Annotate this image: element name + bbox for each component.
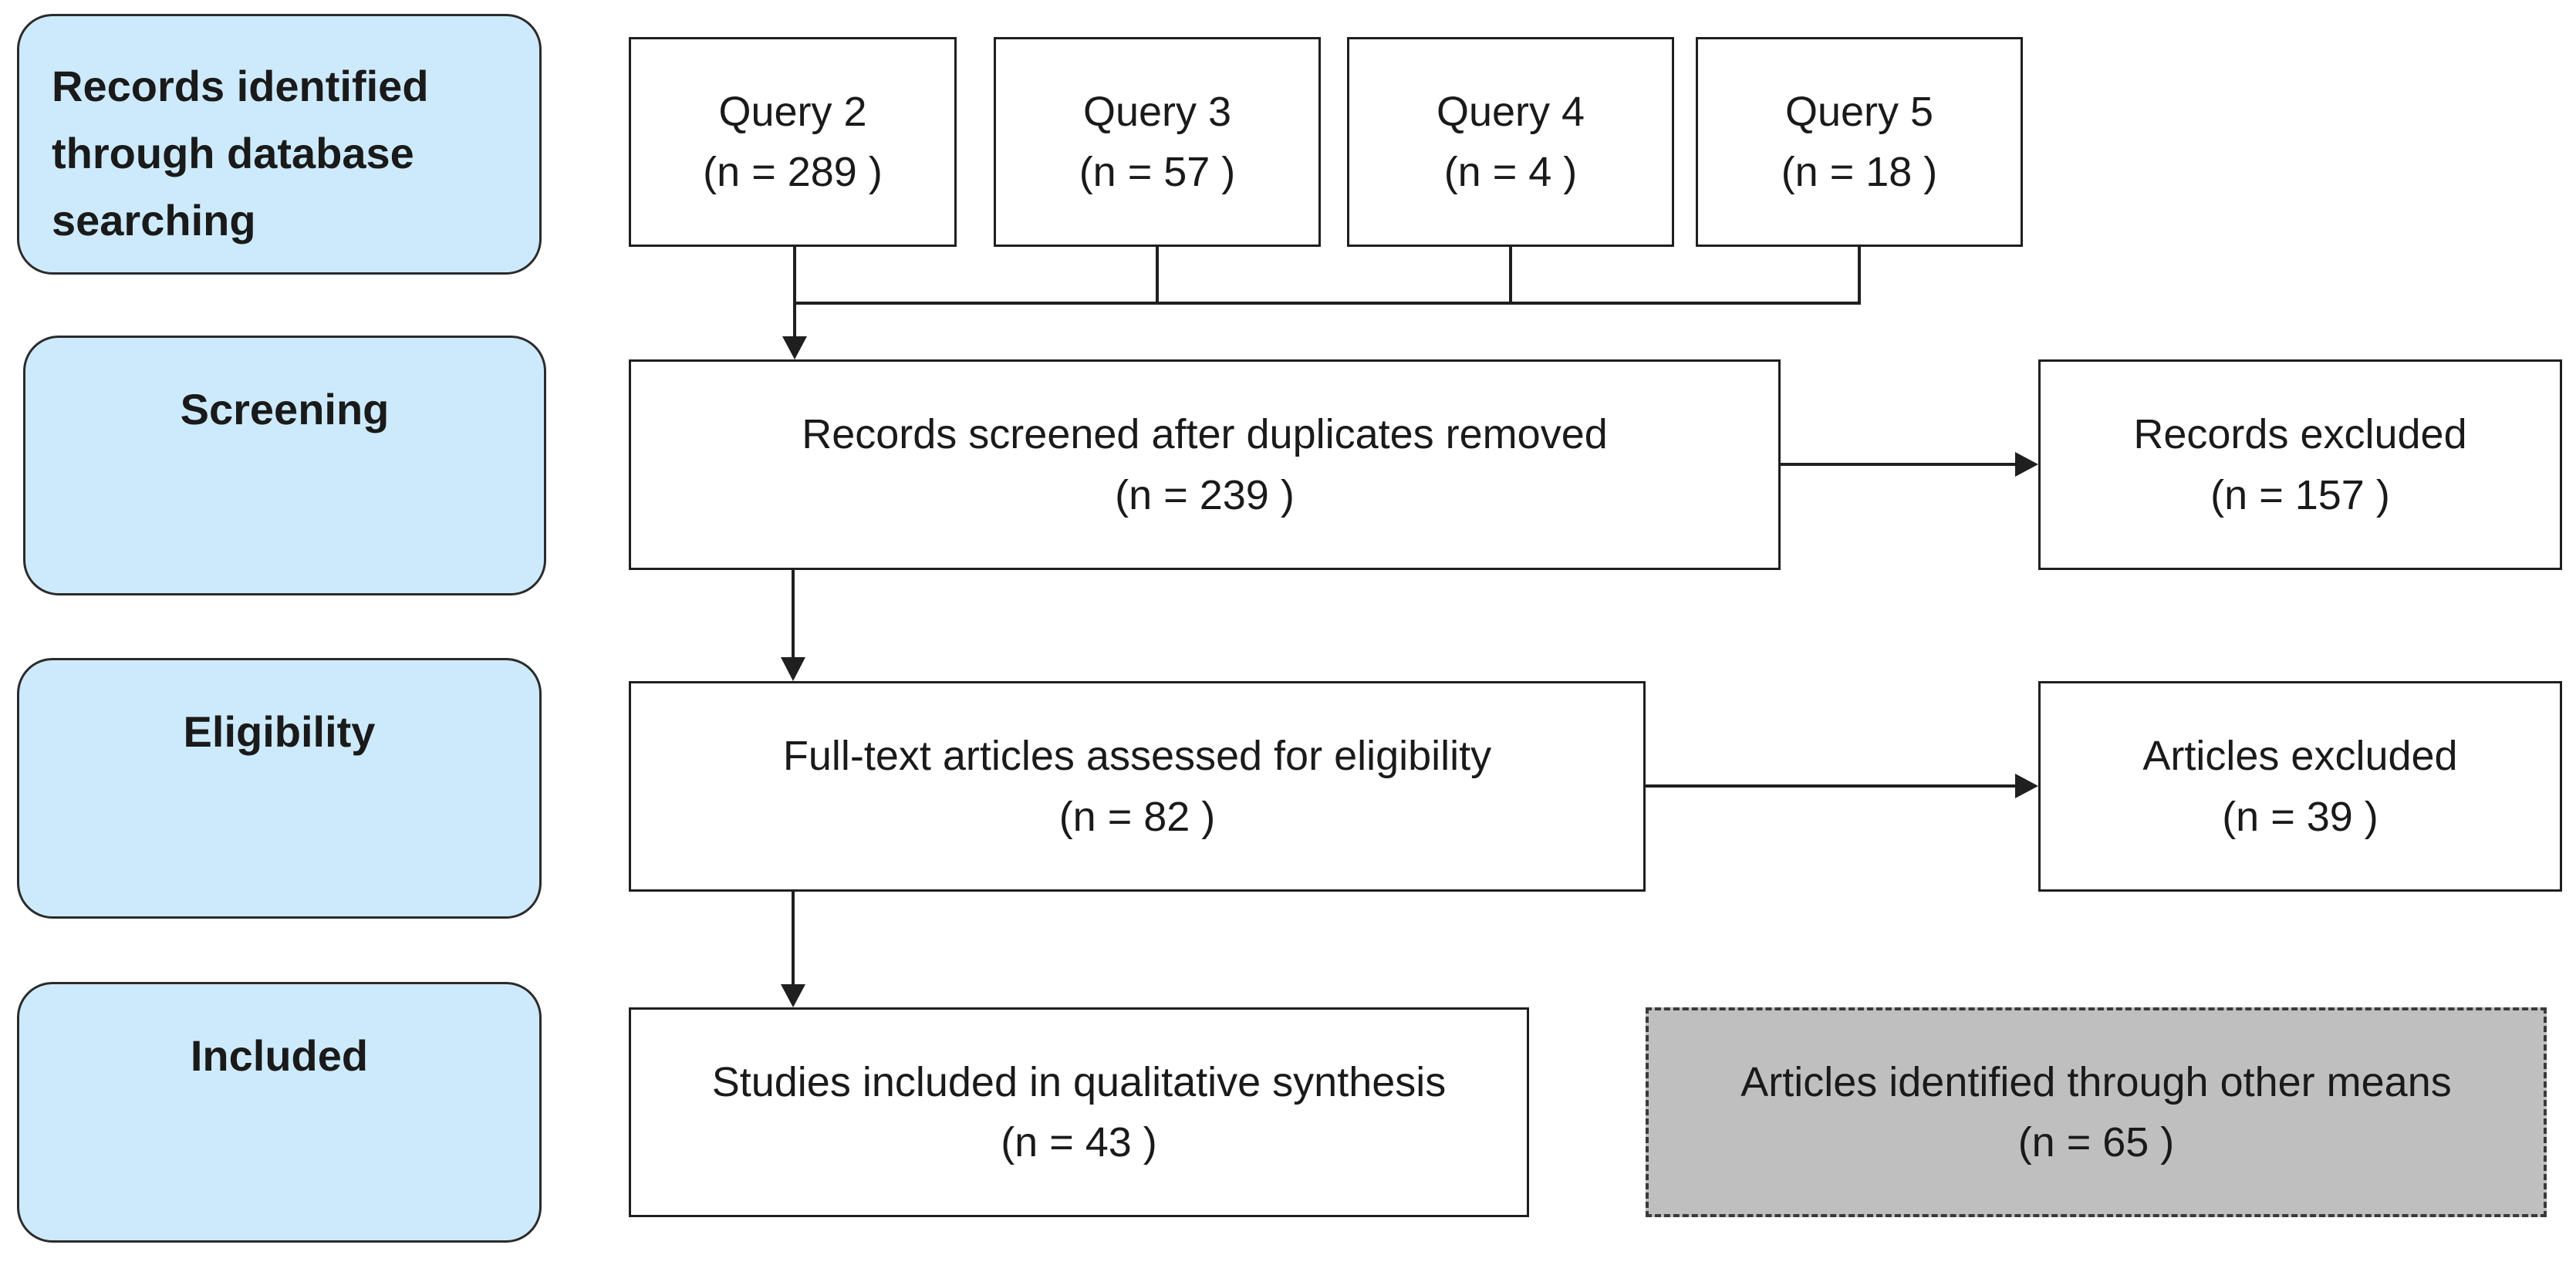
stage-screening-label: Screening — [180, 385, 390, 433]
query-5-title: Query 5 — [1784, 88, 1934, 135]
full-text-assessed-title: Full-text articles assessed for eligibil… — [782, 733, 1492, 780]
records-screened-box: Records screened after duplicates remove… — [629, 359, 1781, 570]
query-box-2: Query 2 (n = 289 ) — [629, 37, 957, 247]
articles-excluded-title: Articles excluded — [2142, 733, 2458, 780]
stage-identification-line-3: searching — [52, 195, 256, 245]
stage-included-label: Included — [190, 1031, 369, 1080]
arrowhead-to-articles-excluded — [2015, 774, 2038, 798]
stage-identification: Records identified through database sear… — [17, 14, 542, 275]
articles-excluded-count: (n = 39 ) — [2222, 793, 2378, 840]
query-2-count: (n = 289 ) — [703, 149, 883, 195]
query-box-5: Query 5 (n = 18 ) — [1696, 37, 2023, 247]
stage-identification-line-2: through database — [52, 128, 414, 177]
query-4-count: (n = 4 ) — [1443, 149, 1578, 195]
full-text-assessed-box: Full-text articles assessed for eligibil… — [629, 681, 1646, 892]
stage-included: Included — [17, 982, 542, 1243]
records-screened-title: Records screened after duplicates remove… — [802, 411, 1608, 458]
query-box-4: Query 4 (n = 4 ) — [1347, 37, 1674, 247]
studies-included-count: (n = 43 ) — [1001, 1119, 1157, 1165]
stage-screening: Screening — [23, 336, 546, 595]
query-3-count: (n = 57 ) — [1079, 149, 1236, 195]
studies-included-title: Studies included in qualitative synthesi… — [711, 1058, 1447, 1105]
arrowhead-to-screening — [782, 336, 807, 359]
query-2-title: Query 2 — [718, 88, 867, 135]
records-excluded-count: (n = 157 ) — [2210, 471, 2390, 518]
articles-excluded-box: Articles excluded (n = 39 ) — [2038, 681, 2562, 892]
studies-included-box: Studies included in qualitative synthesi… — [629, 1007, 1529, 1217]
query-3-title: Query 3 — [1082, 88, 1232, 135]
arrowhead-to-included — [781, 984, 805, 1007]
stage-eligibility-label: Eligibility — [183, 707, 376, 756]
query-5-count: (n = 18 ) — [1781, 149, 1938, 195]
other-means-title: Articles identified through other means — [1740, 1058, 2452, 1105]
other-means-box: Articles identified through other means … — [1646, 1007, 2547, 1217]
stage-identification-line-1: Records identified — [52, 62, 429, 110]
query-box-3: Query 3 (n = 57 ) — [994, 37, 1321, 247]
records-screened-count: (n = 239 ) — [1115, 471, 1295, 518]
full-text-assessed-count: (n = 82 ) — [1058, 793, 1216, 840]
records-excluded-title: Records excluded — [2133, 411, 2467, 458]
arrowhead-to-eligibility — [781, 657, 805, 681]
other-means-count: (n = 65 ) — [2017, 1119, 2175, 1165]
arrowhead-to-records-excluded — [2015, 452, 2038, 477]
stage-eligibility: Eligibility — [17, 658, 542, 919]
query-4-title: Query 4 — [1436, 88, 1585, 135]
records-excluded-box: Records excluded (n = 157 ) — [2038, 359, 2562, 570]
